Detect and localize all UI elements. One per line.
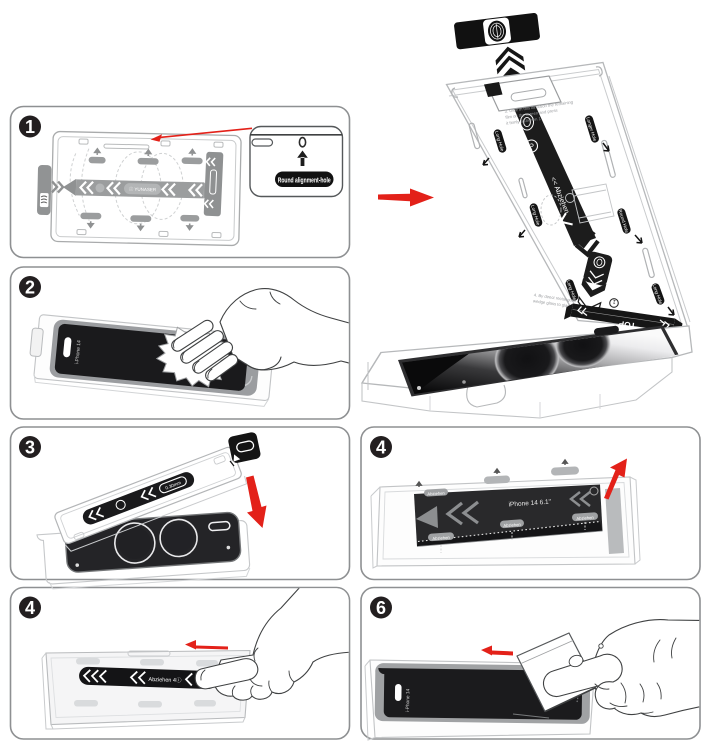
svg-text:Abziehen 4ⓘ: Abziehen 4ⓘ (148, 675, 182, 684)
svg-text:3: 3 (25, 438, 35, 458)
svg-text:Abziehen: Abziehen (576, 515, 594, 521)
svg-text:1: 1 (25, 117, 35, 137)
svg-text:Abziehen: Abziehen (503, 522, 521, 528)
svg-text:i-Phone 14: i-Phone 14 (405, 688, 411, 712)
svg-text:ⓘ YUNASER: ⓘ YUNASER (129, 186, 157, 194)
svg-text:4. By direct rectangular: 4. By direct rectangular (534, 292, 578, 303)
svg-text:0.30mm: 0.30mm (165, 480, 182, 491)
svg-text:Round alignment-hole: Round alignment-hole (278, 175, 331, 184)
svg-text:6: 6 (376, 598, 386, 618)
svg-text:4: 4 (25, 598, 35, 618)
svg-text:4: 4 (376, 438, 386, 458)
svg-text:i-Phone 14: i-Phone 14 (74, 340, 82, 365)
svg-text:Long Hole: Long Hole (530, 204, 541, 226)
svg-text:it firmly abziehen 1: it firmly abziehen 1 (506, 116, 542, 126)
svg-text:Abziehen: Abziehen (427, 491, 445, 497)
svg-text:Long Hole: Long Hole (494, 130, 505, 152)
svg-text:TOP: TOP (617, 319, 636, 331)
svg-text:2: 2 (25, 278, 35, 298)
svg-text:iPhone 14 6.1'': iPhone 14 6.1'' (508, 499, 551, 509)
svg-text:Abziehen: Abziehen (432, 535, 450, 541)
svg-text:2: 2 (528, 141, 536, 151)
svg-text:wedge glass to glass: wedge glass to glass (533, 298, 572, 308)
svg-text:1: 1 (612, 298, 617, 304)
